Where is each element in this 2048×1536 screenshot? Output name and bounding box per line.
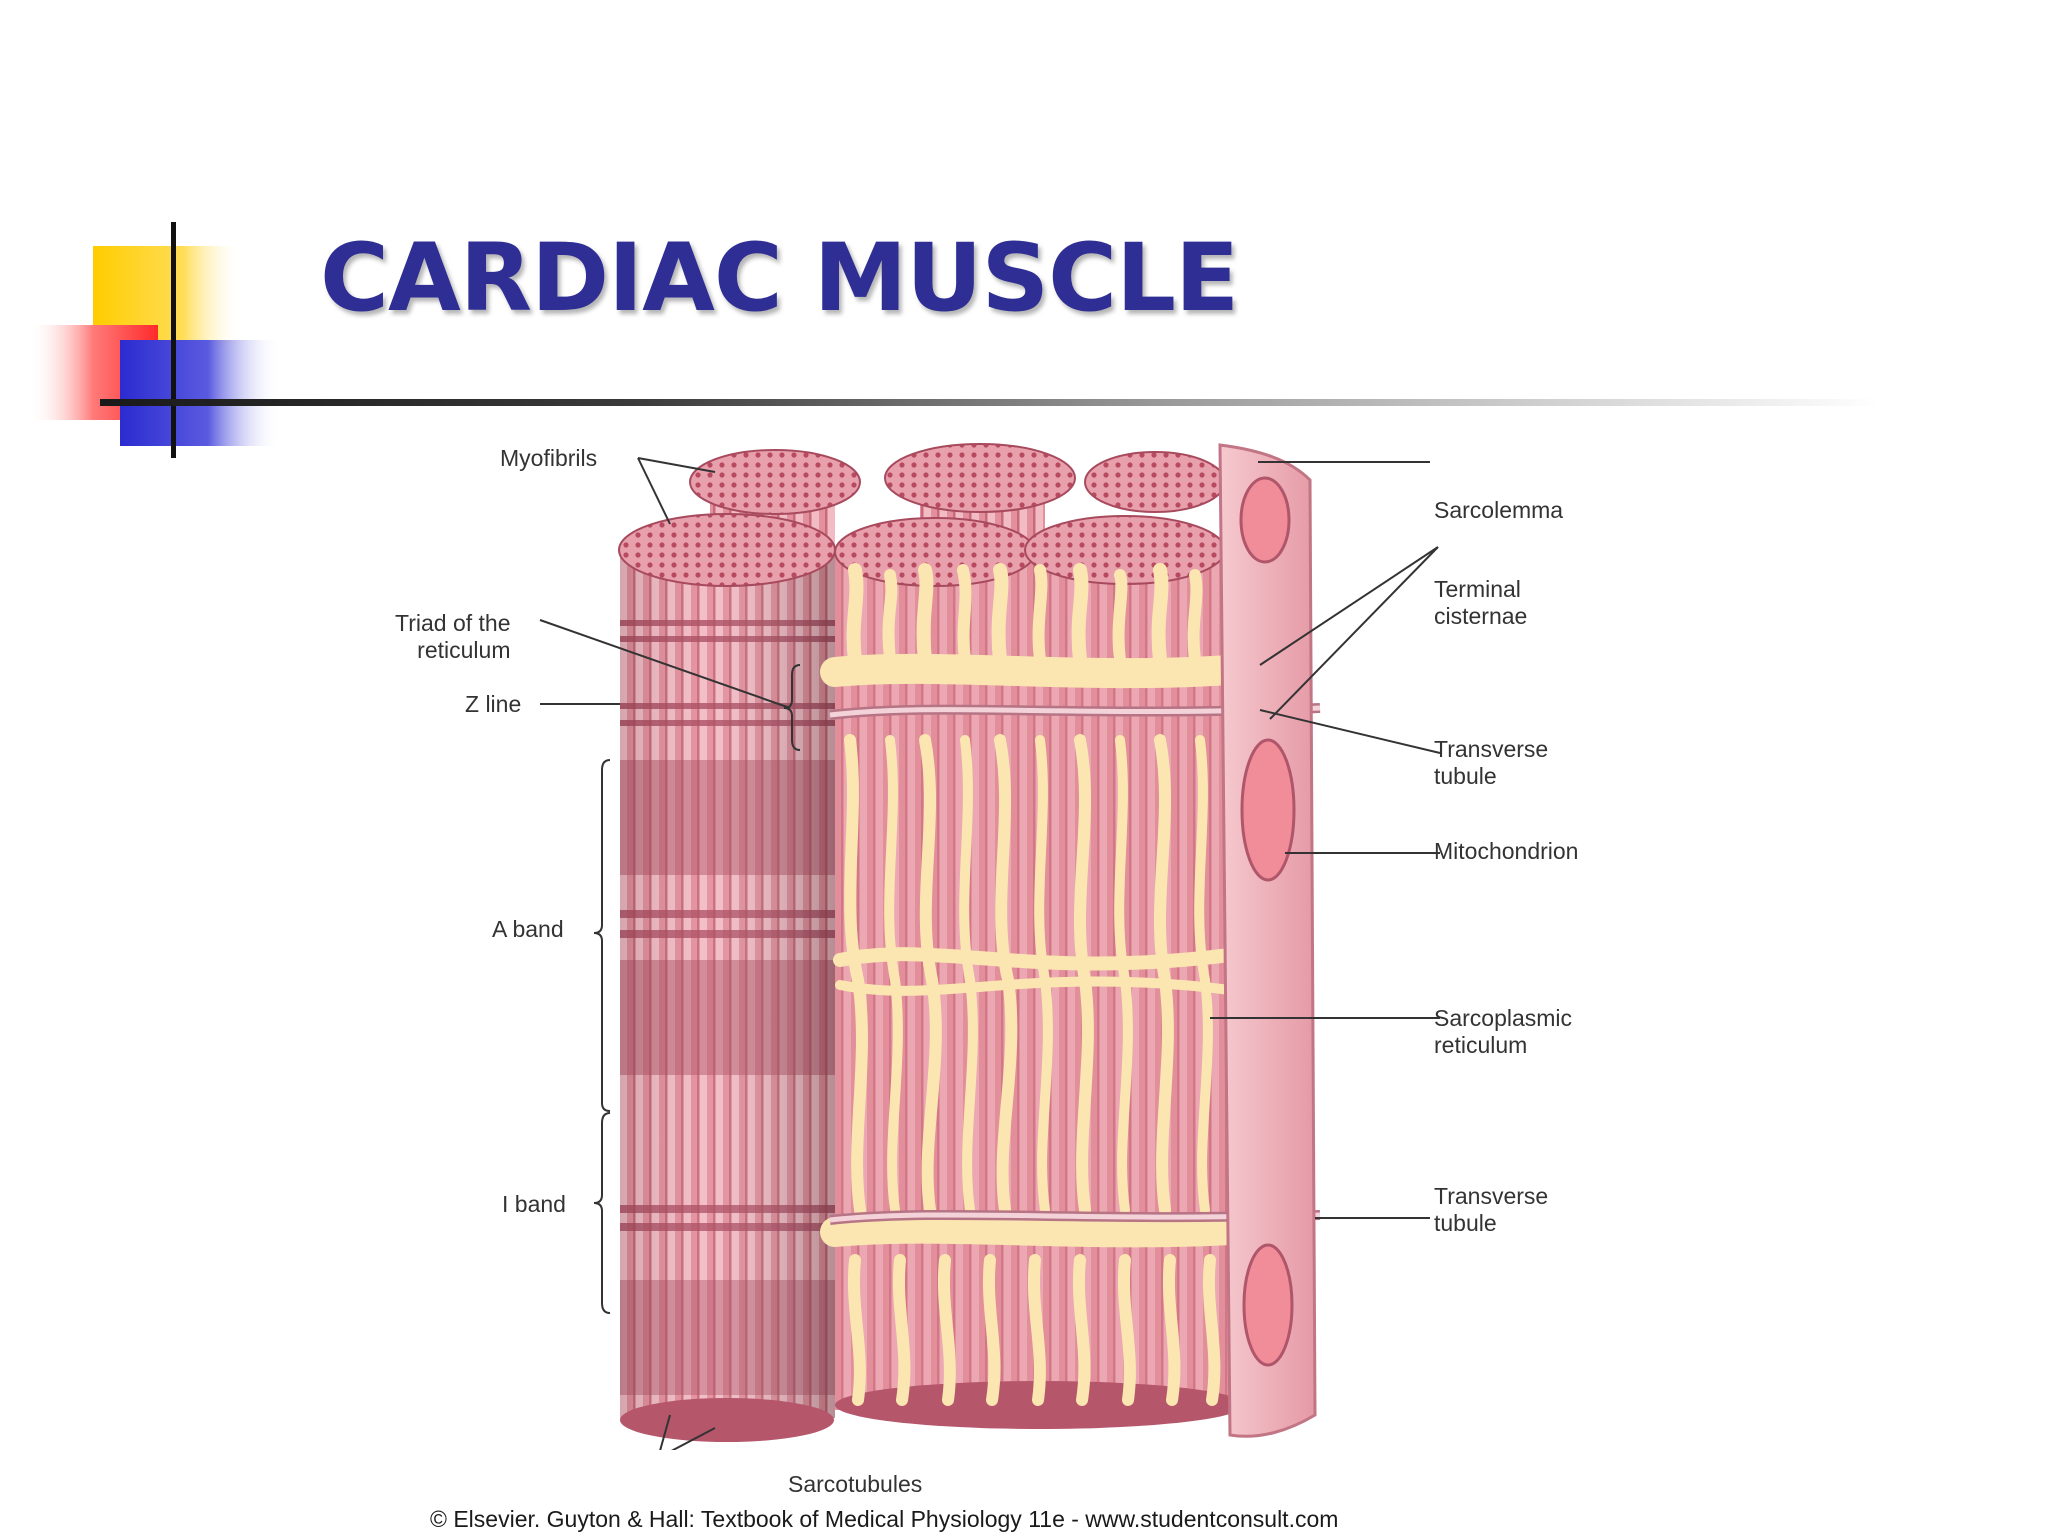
label-a-band: A band [492, 916, 564, 942]
label-sarcotubules: Sarcotubules [788, 1471, 923, 1497]
mitochondrion-1 [1239, 476, 1291, 564]
slide-logo [28, 222, 280, 458]
label-z-line: Z line [465, 691, 522, 717]
slide-title: CARDIAC MUSCLE [320, 224, 1239, 333]
label-sarcolemma: Sarcolemma [1434, 497, 1564, 523]
label-triad-of-reticulum: Triad of the reticulum [395, 610, 511, 663]
logo-vertical-line [171, 222, 176, 458]
front-myofibril [618, 513, 836, 1442]
cardiac-muscle-illustration [539, 443, 1441, 1450]
sarcolemma-membrane [1218, 443, 1317, 1438]
mitochondrion-2 [1240, 738, 1296, 882]
label-transverse-tubule-top: Transverse tubule [1434, 736, 1549, 789]
title-underline [100, 399, 1880, 406]
label-leader-lines [539, 457, 1441, 1450]
logo-blue-square [120, 340, 280, 446]
label-terminal-cisternae: Terminal cisternae [1434, 576, 1528, 629]
mitochondrion-3 [1242, 1243, 1294, 1367]
label-mitochondrion: Mitochondrion [1434, 838, 1579, 864]
label-myofibrils: Myofibrils [500, 445, 598, 471]
image-credit: © Elsevier. Guyton & Hall: Textbook of M… [430, 1506, 1339, 1532]
label-transverse-tubule-bottom: Transverse tubule [1434, 1183, 1549, 1236]
band-brackets [593, 664, 801, 1314]
label-sarcoplasmic-reticulum: Sarcoplasmic reticulum [1434, 1005, 1573, 1058]
label-i-band: I band [502, 1191, 566, 1217]
reticulum-covered-myofibrils [820, 515, 1321, 1429]
